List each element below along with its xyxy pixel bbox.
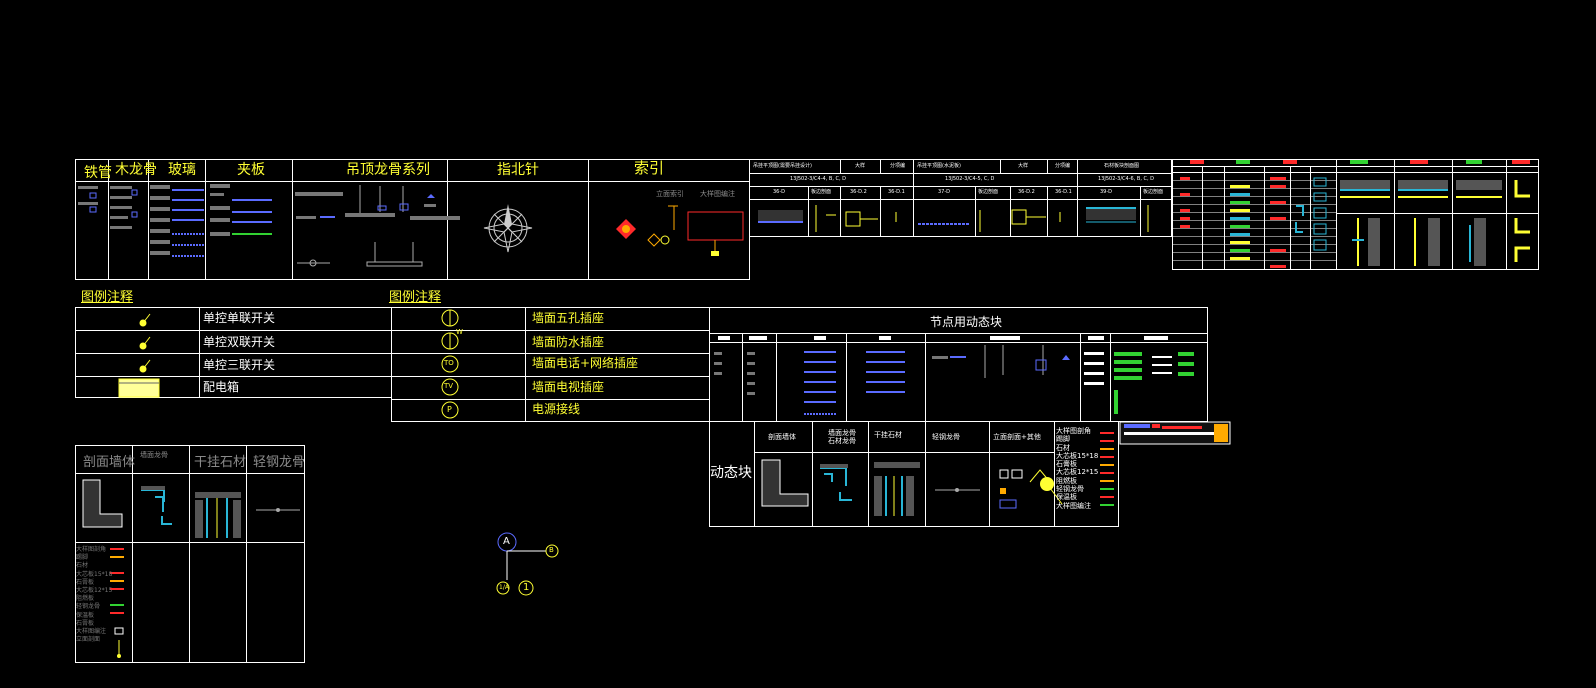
material-item: 大样图剖角: [76, 546, 107, 553]
dynamic-block-label[interactable]: 动态块: [710, 465, 752, 481]
bottom-header: 墙面龙骨: [140, 451, 168, 459]
material-item: 踢脚: [76, 554, 89, 562]
detail-cell: 13J502-3/C4-5, C, D: [945, 176, 995, 182]
socket-symbol: TO: [444, 359, 454, 367]
detail-cell: 36-D.1: [888, 189, 905, 195]
legend-left-title[interactable]: 图例注释: [81, 290, 134, 305]
legend-row-label: 墙面防水插座: [532, 335, 605, 349]
node-column-header: 剖面墙体: [768, 433, 796, 441]
index-label-right: 大样图编注: [700, 190, 735, 198]
detail-cell: 分项编: [890, 163, 906, 169]
material-item: 立面剖面: [76, 636, 101, 644]
node-block-title: 节点用动态块: [930, 315, 1003, 329]
material-item: 石膏板: [1056, 460, 1077, 469]
legend-row-label: 墙面电视插座: [532, 380, 605, 394]
detail-cell: 13J502-3/C4-6, B, C, D: [1098, 176, 1155, 182]
legend-row-label: 单控三联开关: [203, 358, 276, 372]
axis-mark-b[interactable]: B: [549, 546, 554, 554]
axis-mark-c[interactable]: 1: [523, 582, 530, 593]
material-item: 阻燃板: [1056, 476, 1077, 485]
material-item: 大芯板15*18: [76, 570, 113, 578]
legend-mid-title[interactable]: 图例注释: [389, 290, 442, 305]
material-item: 大芯板12*15: [76, 587, 113, 595]
detail-cell: 39-D: [1100, 189, 1113, 195]
header-wood-keel: 木龙骨: [115, 162, 157, 178]
axis-mark-d[interactable]: 1/A: [499, 584, 509, 591]
node-column-header: 轻钢龙骨: [932, 433, 960, 441]
detail-cell: 36-D.2: [850, 189, 867, 195]
node-column-header: 墙面龙骨 石材龙骨: [828, 429, 856, 445]
material-item: 大芯板15*18: [1056, 451, 1099, 460]
bottom-header: 轻钢龙骨: [253, 455, 306, 470]
bottom-header: 干挂石材: [194, 455, 247, 470]
detail-cell: 板边剖面: [811, 189, 832, 195]
socket-symbol: TV: [444, 382, 454, 390]
material-item: 大样图编注: [1056, 501, 1091, 510]
legend-row-label: 单控单联开关: [203, 311, 276, 325]
detail-cell: 13J502-3/C4-4, B, C, D: [790, 176, 847, 182]
header-ceiling-keel: 吊顶龙骨系列: [346, 162, 430, 178]
detail-cell: 36-D: [773, 189, 786, 195]
legend-row-label: 墙面电话+网络插座: [532, 356, 639, 370]
legend-row-label: 墙面五孔插座: [532, 311, 605, 325]
material-item: 阻燃板: [76, 595, 95, 603]
axis-mark-a[interactable]: A: [503, 536, 510, 547]
index-label-left: 立面索引: [656, 190, 684, 198]
material-list: 大样图剖角 踢脚 石材 大芯板15*18 石膏板 大芯板12*15 阻燃板 轻钢…: [1056, 427, 1098, 510]
detail-cell: 37-D: [938, 189, 951, 195]
detail-cell: 大样: [1018, 163, 1029, 169]
detail-cell: 吊挂平顶图(水泥板): [917, 163, 961, 169]
detail-cell: 吊挂平顶图(需要吊挂设计): [753, 163, 812, 169]
bottom-material-list: 大样图剖角 踢脚 石材 大芯板15*18 石膏板 大芯板12*15 阻燃板 轻钢…: [76, 546, 112, 644]
detail-cell: 分项编: [1055, 163, 1071, 169]
material-item: 踢脚: [1056, 435, 1070, 444]
header-iron-pipe: 铁管: [84, 165, 112, 181]
material-item: 大芯板12*15: [1056, 468, 1099, 477]
material-item: 石材: [76, 562, 89, 570]
header-glass: 玻璃: [168, 162, 196, 178]
material-item: 大样图编注: [76, 628, 107, 636]
detail-cell: 36-D.2: [1018, 189, 1035, 195]
material-item: 轻钢龙骨: [1056, 485, 1084, 494]
socket-symbol: W: [456, 328, 463, 336]
material-item: 轻钢龙骨: [76, 603, 101, 611]
legend-row-label: 配电箱: [203, 380, 240, 394]
material-item: 石材: [1056, 443, 1070, 452]
legend-row-label: 电源接线: [532, 402, 581, 416]
material-item: 大样图剖角: [1056, 427, 1091, 435]
material-item: 石膏板: [76, 619, 95, 627]
detail-cell: 板边剖面: [1143, 189, 1164, 195]
material-item: 保温板: [76, 611, 95, 619]
detail-cell: 板边剖面: [978, 189, 999, 195]
legend-row-label: 单控双联开关: [203, 335, 276, 349]
bottom-header: 剖面墙体: [83, 455, 136, 470]
header-compass: 指北针: [497, 162, 539, 178]
socket-symbol: P: [447, 405, 452, 414]
node-column-header: 立面剖面+其他: [993, 433, 1041, 441]
material-item: 保温板: [1056, 493, 1077, 502]
header-index: 索引: [634, 159, 665, 177]
detail-cell: 石材板块剖面图: [1104, 163, 1140, 169]
header-plywood: 夹板: [237, 162, 265, 178]
detail-cell: 36-D.1: [1055, 189, 1072, 195]
node-column-header: 干挂石材: [874, 431, 902, 439]
detail-cell: 大样: [855, 163, 866, 169]
material-item: 石膏板: [76, 578, 95, 586]
